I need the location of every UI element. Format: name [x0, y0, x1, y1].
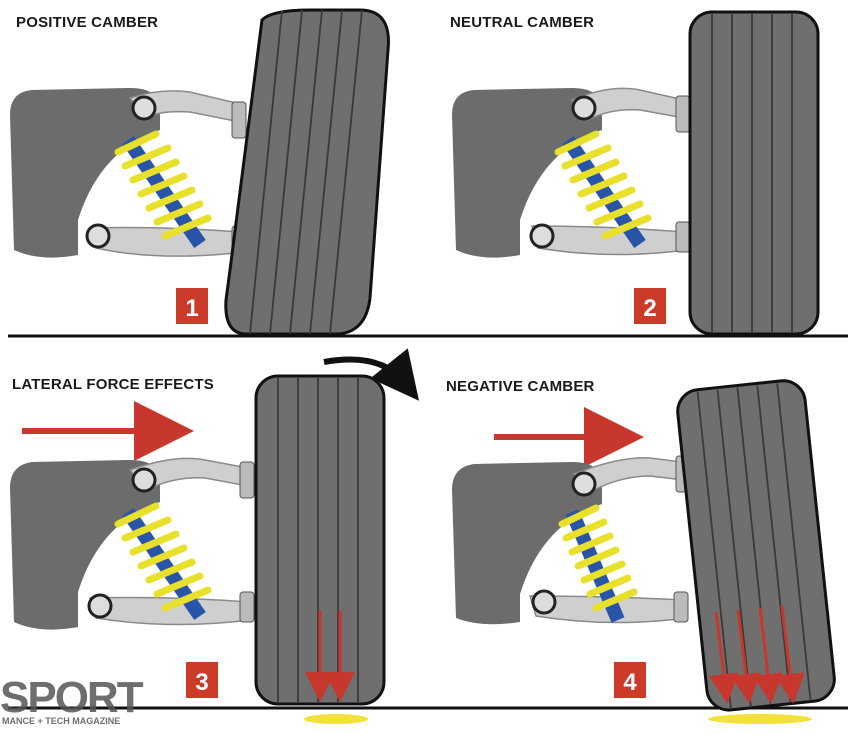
contact-patch	[304, 714, 368, 724]
ball-joint-lower	[673, 591, 689, 623]
panel-lateral-force: LATERAL FORCE EFFECTS	[10, 374, 386, 724]
load-arrow	[730, 609, 761, 704]
ball-joint-lower	[239, 591, 255, 623]
panel-title: LATERAL FORCE EFFECTS	[12, 376, 214, 393]
lower-control-arm	[88, 596, 251, 626]
panel-positive-camber: POSITIVE CAMBER	[10, 8, 390, 336]
logo-tagline: MANCE + TECH MAGAZINE	[2, 716, 120, 726]
bushing-lower	[529, 223, 555, 249]
tire	[688, 10, 820, 336]
badge-number: 3	[195, 669, 208, 696]
bushing-upper	[131, 95, 157, 121]
logo-wordmark: SPORT	[0, 673, 144, 722]
badge-number: 2	[643, 295, 656, 322]
ball-joint-upper	[231, 101, 247, 139]
knuckle	[452, 462, 602, 625]
panel-negative-camber: NEGATIVE CAMBER	[446, 378, 836, 724]
contact-patch	[708, 714, 812, 724]
bushing-lower	[531, 589, 557, 615]
tire	[254, 374, 386, 706]
panel-title: NEGATIVE CAMBER	[446, 378, 595, 395]
panel-title: POSITIVE CAMBER	[16, 14, 158, 31]
ball-joint-upper	[675, 95, 691, 133]
load-arrow	[775, 605, 805, 704]
tire	[224, 8, 390, 336]
badge	[634, 288, 666, 324]
coil-spring	[114, 502, 212, 620]
transition-arrow	[323, 348, 420, 401]
ball-joint-lower	[675, 221, 691, 253]
magazine-logo: SPORT MANCE + TECH MAGAZINE	[0, 673, 146, 726]
bushing-upper	[571, 95, 597, 121]
panel-title: NEUTRAL CAMBER	[450, 14, 594, 31]
knuckle	[452, 88, 602, 258]
coil-spring	[554, 130, 652, 248]
badge	[186, 662, 218, 698]
bushing-upper	[131, 467, 157, 493]
panel-neutral-camber: NEUTRAL CAMBER	[450, 10, 820, 336]
knuckle	[10, 88, 160, 258]
bushing-lower	[87, 593, 113, 619]
load-arrow	[708, 611, 739, 704]
coil-spring	[558, 504, 638, 623]
knuckle	[10, 460, 160, 630]
badge-number: 4	[623, 669, 637, 696]
coil-spring	[114, 130, 212, 248]
bushing-upper	[571, 471, 597, 497]
badge-number: 1	[185, 295, 198, 322]
badge	[176, 288, 208, 324]
ball-joint-upper	[239, 461, 255, 499]
tire	[676, 379, 836, 712]
bushing-lower	[85, 223, 111, 249]
lower-control-arm	[531, 225, 687, 256]
badge	[614, 662, 646, 698]
load-arrow	[752, 607, 783, 704]
